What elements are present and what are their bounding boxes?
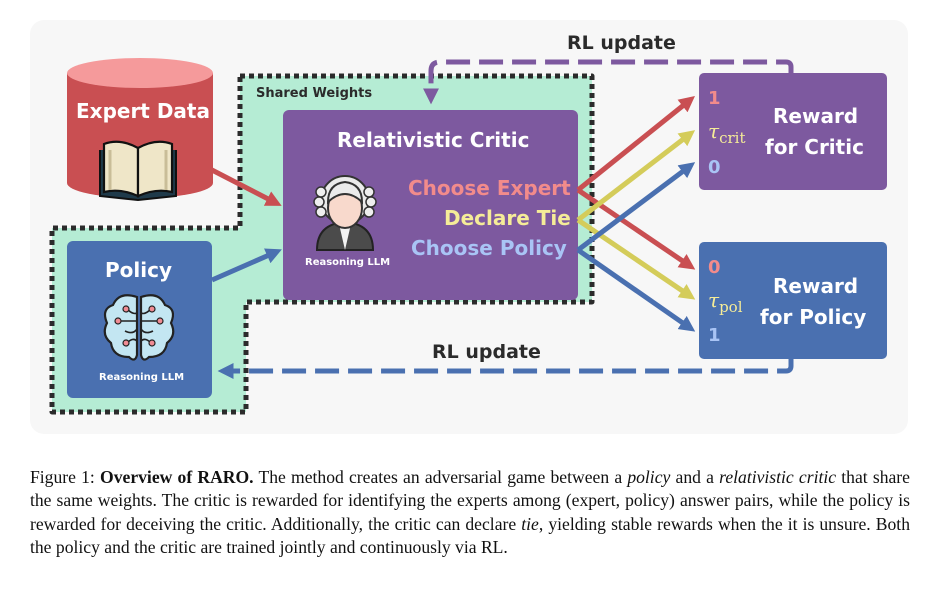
arrow-policy-to-policy-reward	[576, 247, 696, 332]
figure-label: Figure 1:	[30, 467, 95, 487]
policy-title: Policy	[105, 258, 173, 282]
reward-critic-title-2: for Critic	[765, 135, 864, 159]
policy-box	[67, 241, 212, 398]
reward-policy-box	[699, 242, 887, 359]
critic-reward-value-0: 0	[708, 157, 721, 178]
policy-reward-value-1: 1	[708, 325, 721, 346]
arrow-policy-to-critic-reward	[576, 162, 696, 252]
reward-policy-title-2: for Policy	[760, 305, 867, 329]
brain-icon	[103, 294, 175, 361]
caption-title: Overview of RARO.	[100, 467, 254, 487]
expert-data-title: Expert Data	[76, 99, 210, 123]
arrow-expert-to-critic-reward	[576, 95, 695, 192]
arrow-policy-to-critic	[210, 248, 282, 283]
policy-reward-tau: τpol	[708, 288, 743, 316]
rl-update-critic-loop	[422, 59, 794, 105]
open-book-icon	[99, 140, 177, 202]
policy-reward-value-0: 0	[708, 257, 721, 278]
rl-update-top-label: RL update	[567, 32, 676, 54]
choice-choose-expert: Choose Expert	[408, 176, 571, 200]
figure-caption: Figure 1: Overview of RARO. The method c…	[30, 467, 910, 558]
critic-sublabel: Reasoning LLM	[305, 257, 391, 268]
policy-sublabel: Reasoning LLM	[99, 372, 185, 383]
arrow-expert-to-policy-reward	[576, 187, 696, 270]
choice-declare-tie: Declare Tie	[444, 206, 571, 230]
critic-reward-value-1: 1	[708, 88, 721, 109]
reward-policy-title-1: Reward	[773, 274, 859, 298]
critic-title: Relativistic Critic	[337, 128, 530, 152]
choice-choose-policy: Choose Policy	[411, 236, 567, 260]
raro-diagram	[49, 58, 887, 415]
rl-update-bottom-label: RL update	[432, 341, 541, 363]
arrow-expert-to-critic	[208, 166, 282, 206]
shared-weights-label: Shared Weights	[256, 86, 373, 101]
critic-reward-tau: τcrit	[708, 119, 746, 147]
reward-critic-title-1: Reward	[773, 104, 859, 128]
judge-icon	[313, 175, 377, 251]
critic-box	[283, 110, 578, 300]
arrow-tie-to-critic-reward	[576, 130, 696, 222]
rl-update-policy-loop	[217, 359, 794, 380]
arrow-tie-to-policy-reward	[576, 217, 696, 300]
reward-critic-box	[699, 73, 887, 190]
